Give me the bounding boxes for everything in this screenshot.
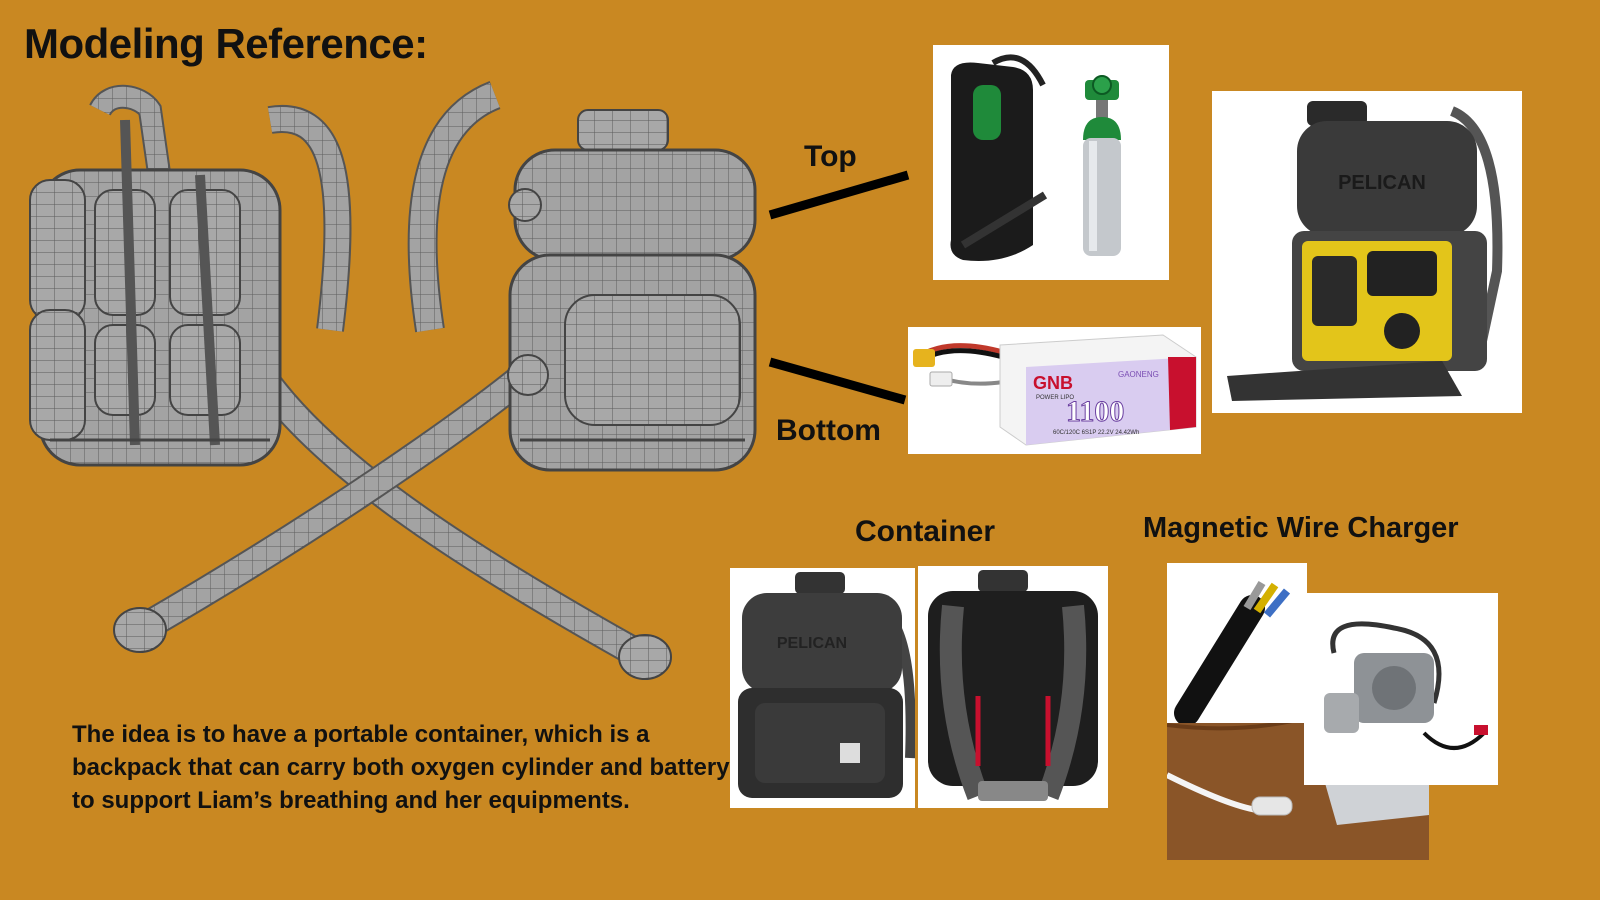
battery-strip-text: GAONENG bbox=[1118, 370, 1159, 379]
slide-title: Modeling Reference: bbox=[24, 20, 428, 67]
top-connector-line bbox=[768, 170, 910, 220]
label-container: Container bbox=[855, 515, 996, 548]
description-text: The idea is to have a portable container… bbox=[72, 721, 730, 814]
battery-spec-text: 60C/120C 6S1P 22.2V 24.42Wh bbox=[1053, 430, 1139, 436]
connector-lines bbox=[768, 170, 910, 405]
label-bottom: Bottom bbox=[776, 414, 881, 447]
pelican-logo-text-1: PELICAN bbox=[1338, 172, 1426, 194]
battery-photo: GNB POWER LIPO GAONENG 1100 60C/120C 6S1… bbox=[908, 327, 1201, 454]
battery-capacity-text: 1100 bbox=[1066, 395, 1124, 428]
oxygen-cylinder-photo bbox=[933, 45, 1169, 280]
three-core-wire-photo bbox=[1167, 563, 1307, 723]
carburetor-photo bbox=[1304, 593, 1498, 785]
container-backpack-front-photo: PELICAN bbox=[730, 568, 915, 808]
pelican-logo-text-2: PELICAN bbox=[777, 635, 847, 652]
container-backpack-back-photo bbox=[918, 566, 1108, 808]
pelican-open-backpack-photo: PELICAN bbox=[1212, 91, 1522, 413]
backpack-wireframe-models bbox=[29, 81, 757, 680]
battery-sub-text: POWER LIPO bbox=[1036, 395, 1074, 401]
label-charger: Magnetic Wire Charger bbox=[1143, 512, 1459, 544]
battery-brand-text: GNB bbox=[1033, 373, 1073, 393]
label-top: Top bbox=[804, 140, 857, 173]
bottom-connector-line bbox=[768, 357, 907, 405]
